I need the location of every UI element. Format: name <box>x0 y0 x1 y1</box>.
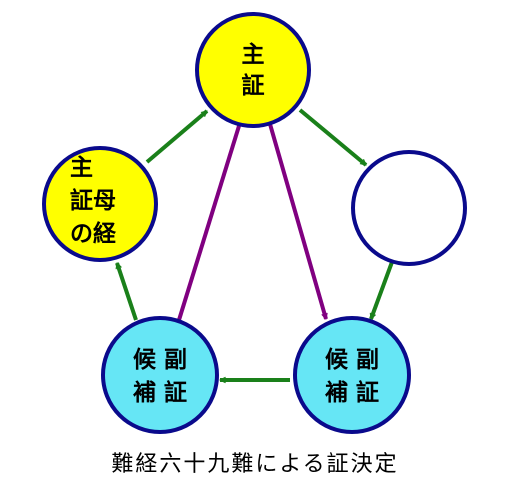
node-main-line2: 証 <box>242 72 265 99</box>
arrow-main-to-right-sub <box>268 123 328 319</box>
arrow-left-sub-to-mother <box>115 263 138 321</box>
node-mother-line2: 証母 <box>70 187 116 214</box>
node-empty <box>351 150 467 266</box>
node-left-sub-line2: 補 証 <box>132 379 187 406</box>
node-main-line1: 主 <box>242 42 265 68</box>
arrow-main-to-empty <box>298 108 368 167</box>
node-right-sub-line2: 補 証 <box>324 379 379 406</box>
node-left-sub-line1: 候 副 <box>133 347 187 373</box>
node-left-sub-candidate: 候 副 補 証 <box>101 316 219 434</box>
node-mother-line1: 主 <box>70 155 93 181</box>
node-main: 主 証 <box>195 12 311 128</box>
node-mother-line3: の経 <box>70 220 117 247</box>
node-right-sub-candidate: 候 副 補 証 <box>293 316 411 434</box>
diagram-caption: 難経六十九難による証決定 <box>111 452 399 477</box>
arrow-mother-to-main <box>145 109 209 164</box>
node-right-sub-line1: 候 副 <box>325 347 379 373</box>
arrow-left-sub-to-main <box>177 113 245 321</box>
arrow-empty-to-right-sub <box>369 261 394 319</box>
node-mother-meridian: 主 証母 の経 <box>42 146 158 262</box>
